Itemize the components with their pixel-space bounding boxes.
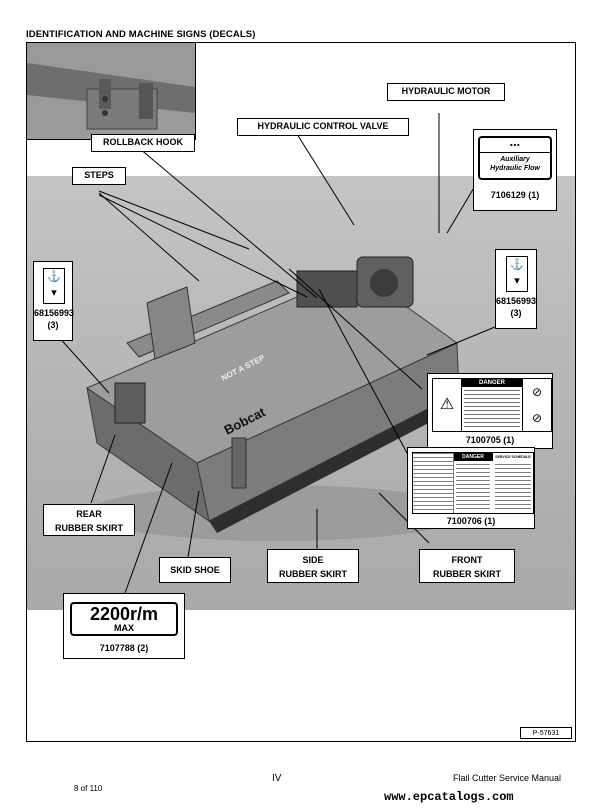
rpm-label-graphic: 2200r/m MAX (70, 602, 178, 636)
decal-operating-instructions: DANGER SERVICE SCHEDULE 7100706 (1) (407, 447, 535, 529)
figure-id: P-57631 (520, 727, 572, 739)
danger-heading: DANGER (461, 379, 523, 387)
rpm-max-label: MAX (114, 623, 134, 633)
instructions-text-block (413, 453, 454, 513)
flow-rate-strip: ■ ■ ■ (480, 138, 550, 153)
callout-rollback-hook: ROLLBACK HOOK (91, 134, 195, 152)
decal-danger-thrown-objects: ⚠ DANGER ⊘⊘ 7100705 (1) (427, 373, 553, 449)
danger-text-block (456, 464, 490, 510)
auxiliary-flow-graphic: ■ ■ ■ Auxiliary Hydraulic Flow (478, 136, 552, 180)
rpm-unit: r/m (130, 604, 159, 624)
front-label: FRONT (451, 555, 483, 565)
rpm-value: 2200 (89, 604, 131, 624)
rollback-hook-inset-photo (27, 43, 196, 140)
lift-hook-icon: ⚓▾ (43, 268, 65, 304)
page-title: IDENTIFICATION AND MACHINE SIGNS (DECALS… (26, 29, 256, 40)
decal-quantity: (3) (47, 320, 59, 330)
callout-side-rubber-skirt: SIDE RUBBER SKIRT (267, 549, 359, 583)
callout-rear-rubber-skirt: REAR RUBBER SKIRT (43, 504, 135, 536)
decal-lift-point-right: ⚓▾ 68156993 (3) (495, 249, 537, 329)
decal-number: 7100706 (1) (446, 516, 496, 526)
danger-text-block (464, 390, 520, 428)
callout-hydraulic-control-valve: HYDRAULIC CONTROL VALVE (237, 118, 409, 136)
decal-number: 7100705 (1) (465, 435, 515, 445)
footer-manual-title: Flail Cutter Service Manual (453, 773, 562, 783)
thrown-object-icon: ⚠ (433, 379, 462, 431)
service-schedule-heading: SERVICE SCHEDULE (492, 453, 533, 461)
rpm-value-row: 2200r/m (72, 604, 176, 623)
decal-rpm-max: 2200r/m MAX 7107788 (2) (63, 593, 185, 659)
auxiliary-label: Auxiliary (500, 156, 530, 163)
footer-page-number: 8 of 110 (74, 784, 103, 793)
decal-auxiliary-hydraulic-flow: ■ ■ ■ Auxiliary Hydraulic Flow 7106129 (… (473, 129, 557, 211)
callout-hydraulic-motor: HYDRAULIC MOTOR (387, 83, 505, 101)
footer-section: IV (272, 773, 282, 784)
callout-skid-shoe: SKID SHOE (159, 557, 231, 583)
schedule-text-block (495, 464, 531, 510)
instructions-label-graphic: DANGER SERVICE SCHEDULE (412, 452, 534, 514)
figure-frame: Bobcat NOT A STEP ROLLBACK HOOK HYDRAULI… (26, 42, 576, 742)
rubber-skirt-label: RUBBER SKIRT (432, 569, 501, 579)
watermark: www.epcatalogs.com (384, 790, 514, 804)
danger-heading: DANGER (454, 453, 492, 461)
decal-lift-point-left: ⚓▾ 68156993 (3) (33, 261, 75, 341)
side-label: SIDE (302, 555, 324, 565)
decal-number: 7106129 (1) (490, 190, 540, 200)
callout-front-rubber-skirt: FRONT RUBBER SKIRT (419, 549, 515, 583)
danger-label-graphic: ⚠ DANGER ⊘⊘ (432, 378, 552, 432)
flail-cutter-illustration: Bobcat NOT A STEP (56, 113, 496, 594)
callout-steps: STEPS (72, 167, 126, 185)
inset-illustration (27, 43, 195, 139)
no-entry-icon: ⊘⊘ (522, 379, 551, 431)
rubber-skirt-label: RUBBER SKIRT (54, 523, 123, 533)
decal-number: 7107788 (2) (99, 643, 149, 653)
rubber-skirt-label: RUBBER SKIRT (278, 569, 347, 579)
rear-label: REAR (76, 509, 102, 519)
decal-quantity: (3) (510, 308, 522, 318)
lift-hook-icon: ⚓▾ (506, 256, 528, 292)
decal-number: 68156993 (34, 308, 75, 318)
leader-lines (56, 113, 496, 594)
hydraulic-flow-label: Hydraulic Flow (490, 165, 540, 172)
decal-number: 68156993 (496, 296, 537, 306)
